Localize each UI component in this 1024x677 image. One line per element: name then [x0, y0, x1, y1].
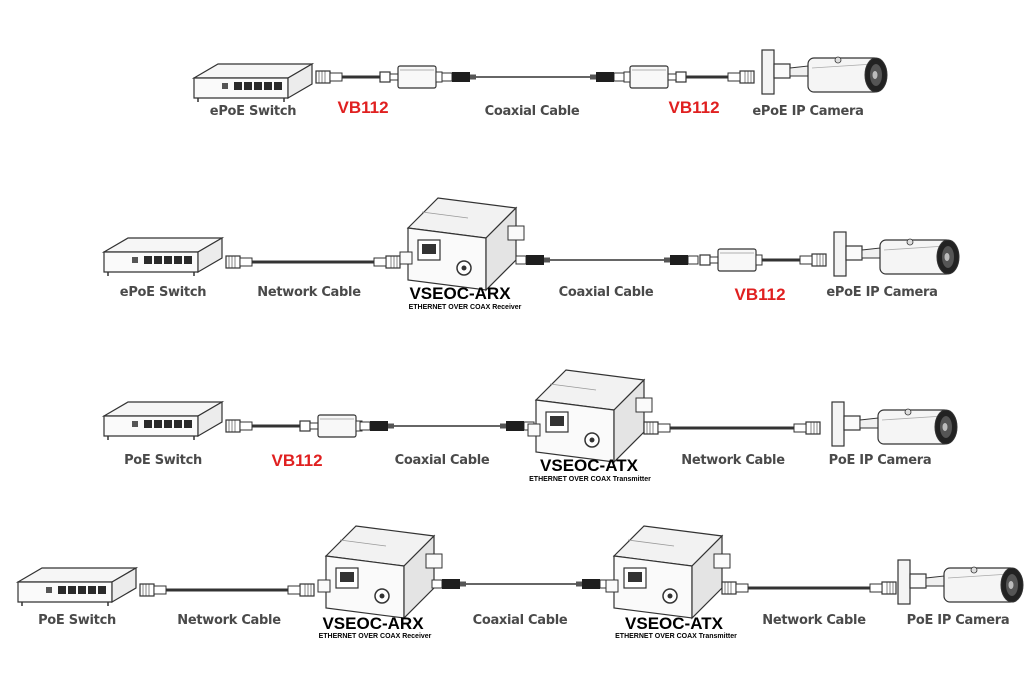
camera-label: ePoE IP Camera	[752, 104, 864, 119]
rj45-plug-icon	[793, 421, 821, 435]
bnc-connector-icon	[359, 420, 395, 432]
bnc-connector-icon	[575, 578, 611, 590]
camera-label: ePoE IP Camera	[826, 285, 938, 300]
device-label: VSEOC-ARX	[322, 614, 424, 633]
network-cable-label: Network Cable	[177, 613, 281, 628]
bnc-connector-icon	[515, 254, 551, 266]
switch-icon	[103, 401, 223, 441]
camera-label: PoE IP Camera	[828, 453, 932, 468]
coaxial-cable-label: Coaxial Cable	[394, 453, 490, 468]
camera-icon	[831, 401, 958, 447]
coaxial-cable-label: Coaxial Cable	[558, 285, 654, 300]
rj45-plug-icon	[799, 253, 827, 267]
rj45-plug-icon	[139, 583, 167, 597]
device-sublabel: ETHERNET OVER COAX Receiver	[408, 304, 522, 311]
switch-label: PoE Switch	[124, 453, 202, 468]
bnc-connector-icon	[589, 71, 625, 83]
camera-icon	[833, 231, 960, 277]
device-label: VSEOC-ATX	[540, 456, 638, 475]
vseoc-atx-box-icon	[605, 525, 731, 619]
network-cable-label: Network Cable	[681, 453, 785, 468]
camera-icon	[897, 559, 1024, 605]
vseoc-arx-box-icon	[317, 525, 443, 619]
coaxial-cable-label: Coaxial Cable	[472, 613, 568, 628]
rj45-plug-icon	[643, 421, 671, 435]
network-cable-label: Network Cable	[257, 285, 361, 300]
device-sublabel: ETHERNET OVER COAX Transmitter	[529, 476, 651, 483]
vb112-label: VB112	[734, 285, 786, 304]
rj45-plug-icon	[225, 255, 253, 269]
switch-label: PoE Switch	[38, 613, 116, 628]
rj45-plug-icon	[315, 70, 343, 84]
vseoc-atx-box-icon	[527, 369, 653, 463]
device-sublabel: ETHERNET OVER COAX Receiver	[318, 633, 432, 640]
rj45-plug-icon	[869, 581, 897, 595]
camera-icon	[761, 49, 888, 95]
vb112-label: VB112	[668, 98, 720, 117]
vseoc-arx-box-icon	[399, 197, 525, 291]
vb112-balun-icon	[299, 414, 363, 438]
switch-label: ePoE Switch	[209, 104, 297, 119]
switch-icon	[193, 63, 313, 103]
device-sublabel: ETHERNET OVER COAX Transmitter	[615, 633, 737, 640]
bnc-connector-icon	[441, 71, 477, 83]
bnc-connector-icon	[431, 578, 467, 590]
coaxial-cable-label: Coaxial Cable	[484, 104, 580, 119]
network-cable-label: Network Cable	[762, 613, 866, 628]
vb112-balun-icon	[623, 65, 687, 89]
camera-label: PoE IP Camera	[906, 613, 1010, 628]
rj45-plug-icon	[721, 581, 749, 595]
device-label: VSEOC-ARX	[409, 284, 511, 303]
bnc-connector-icon	[663, 254, 699, 266]
switch-icon	[17, 567, 137, 607]
rj45-plug-icon	[225, 419, 253, 433]
vb112-balun-icon	[699, 248, 763, 272]
rj45-plug-icon	[287, 583, 315, 597]
vb112-label: VB112	[337, 98, 389, 117]
switch-label: ePoE Switch	[119, 285, 207, 300]
device-label: VSEOC-ATX	[625, 614, 723, 633]
switch-icon	[103, 237, 223, 277]
rj45-plug-icon	[727, 70, 755, 84]
vb112-label: VB112	[271, 451, 323, 470]
rj45-plug-icon	[373, 255, 401, 269]
vb112-balun-icon	[379, 65, 443, 89]
